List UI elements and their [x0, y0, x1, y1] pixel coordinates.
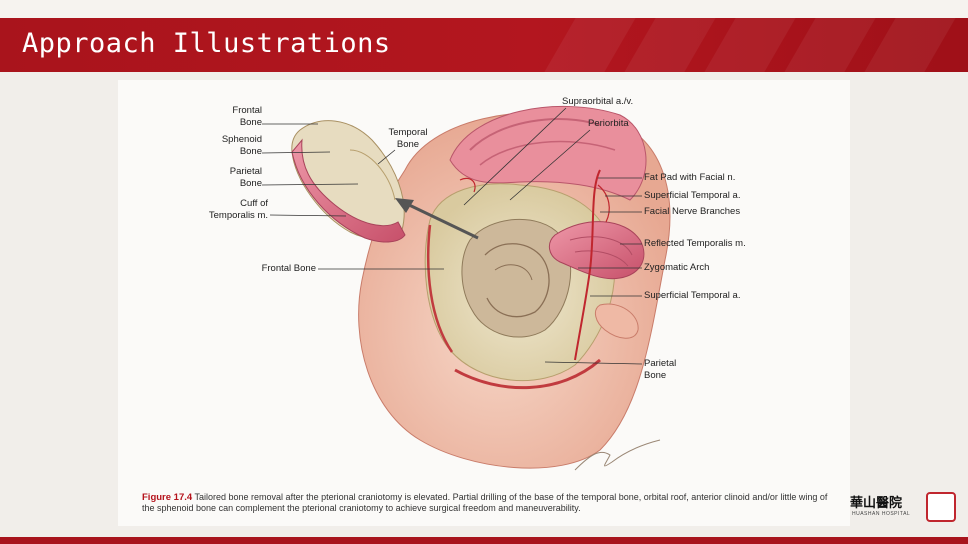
- supraorbital-vessel: [459, 177, 476, 193]
- slide-title: Approach Illustrations: [22, 28, 391, 59]
- label-sphenoid-bone: Sphenoid Bone: [221, 134, 262, 157]
- superficial-temporal-artery: [574, 169, 601, 361]
- title-banner: Approach Illustrations: [0, 18, 968, 72]
- ear: [594, 303, 639, 339]
- label-frontal-bone: Frontal Bone: [261, 263, 316, 274]
- logo-emblem-icon: [926, 492, 956, 522]
- hospital-logo: 華山醫院 HUASHAN HOSPITAL: [850, 490, 956, 524]
- label-parietal-bone-left: Parietal Bone: [229, 166, 262, 189]
- label-superficial-temporal-2: Superficial Temporal a.: [644, 290, 741, 301]
- label-fat-pad: Fat Pad with Facial n.: [644, 172, 736, 183]
- label-reflected-temporalis: Reflected Temporalis m.: [644, 238, 746, 249]
- bottom-bar: [0, 537, 968, 544]
- label-cuff-temporalis: Cuff of Temporalis m.: [208, 198, 268, 221]
- label-facial-nerve-branches: Facial Nerve Branches: [644, 206, 741, 217]
- figure-caption: Figure 17.4 Tailored bone removal after …: [142, 492, 842, 514]
- top-strip: [0, 0, 968, 18]
- label-frontal-bone-top: Frontal Bone: [232, 105, 262, 128]
- leader-lines: [261, 107, 643, 365]
- caption-text: Tailored bone removal after the pteriona…: [142, 492, 828, 513]
- logo-name: 華山醫院: [850, 496, 903, 511]
- reflected-temporalis: [548, 221, 645, 280]
- label-parietal-bone-right: Parietal Bone: [644, 358, 677, 381]
- caption-figure-number: Figure 17.4: [142, 492, 193, 503]
- label-supraorbital: Supraorbital a./v.: [562, 96, 634, 107]
- logo-subtitle: HUASHAN HOSPITAL: [852, 511, 911, 517]
- label-superficial-temporal-1: Superficial Temporal a.: [644, 190, 741, 201]
- label-zygomatic-arch: Zygomatic Arch: [644, 262, 710, 273]
- label-temporal-bone: Temporal Bone: [388, 127, 428, 150]
- label-periorbita: Periorbita: [588, 118, 629, 129]
- direction-arrow: [395, 198, 479, 240]
- artist-signature: [574, 439, 661, 471]
- dura-window: [461, 218, 572, 338]
- bone-flap: [291, 120, 406, 243]
